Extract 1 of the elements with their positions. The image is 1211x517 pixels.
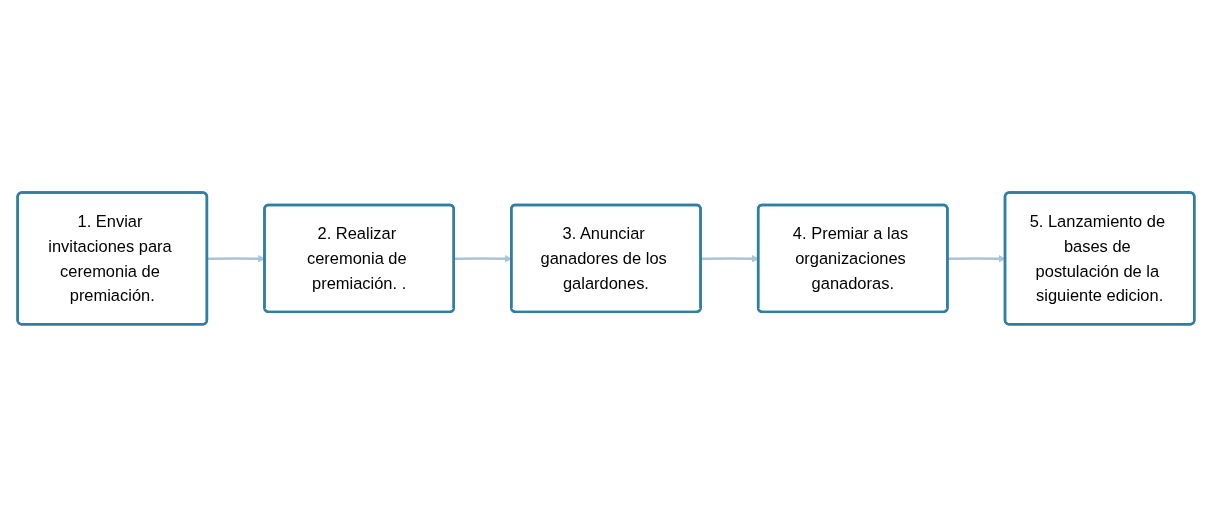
- arrow: [206, 255, 265, 263]
